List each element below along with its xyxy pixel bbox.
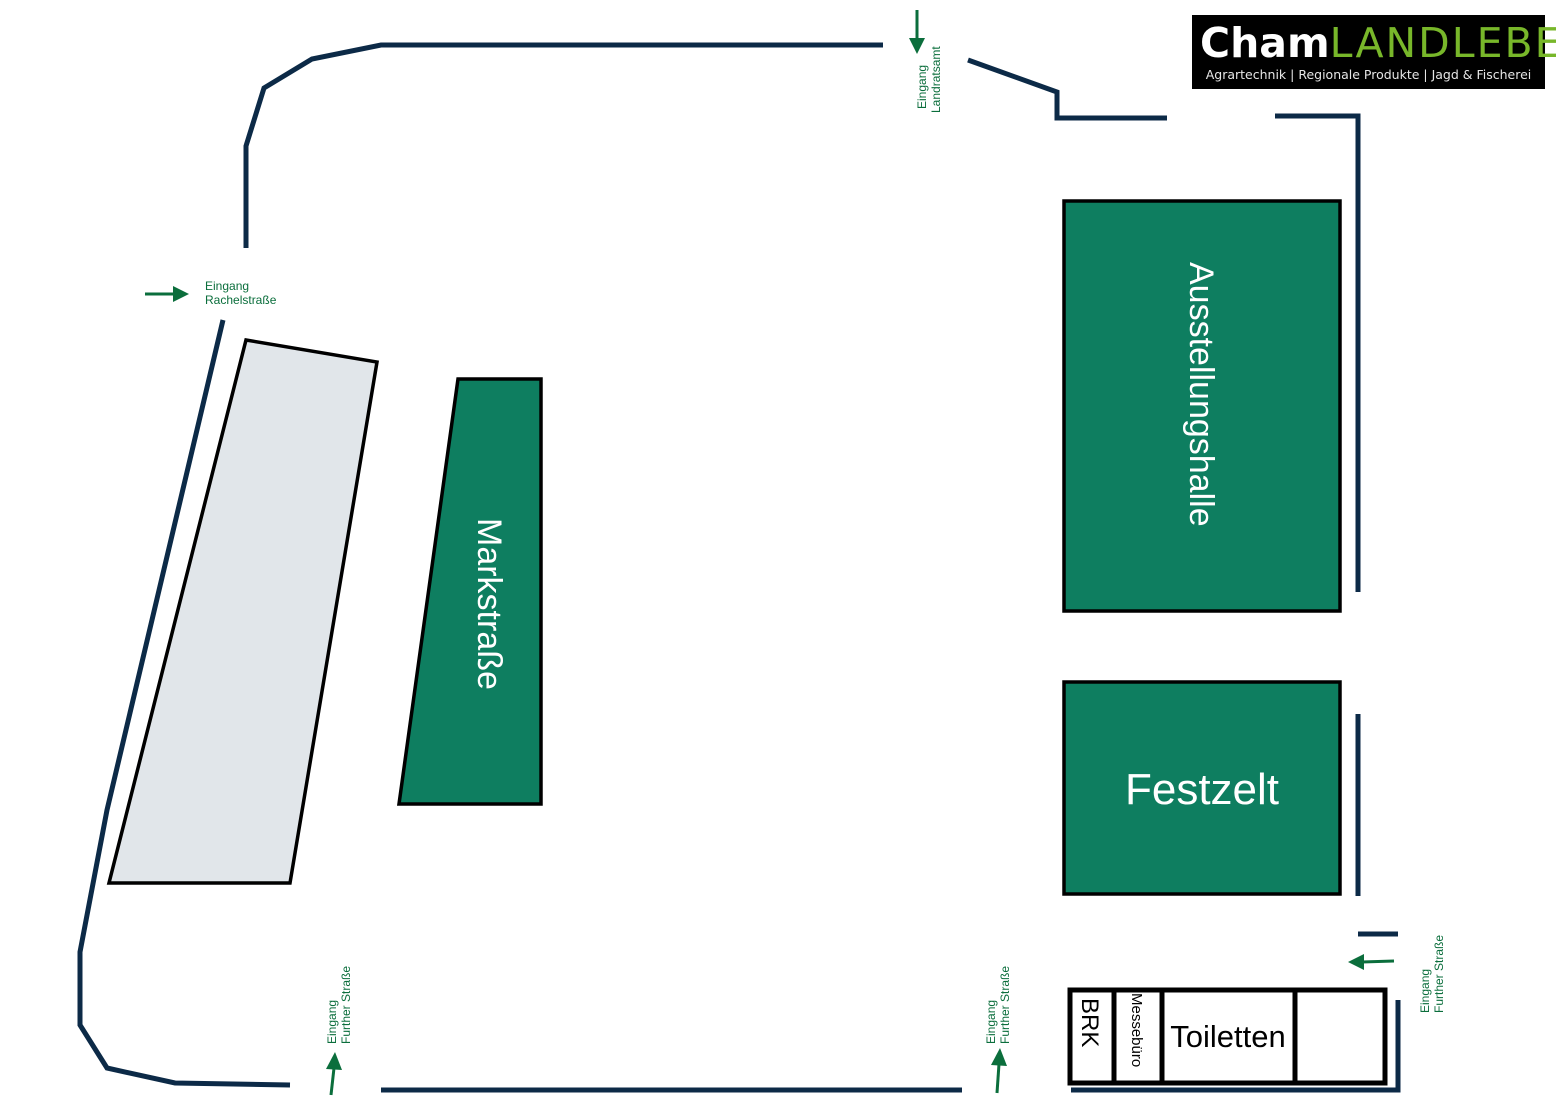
area-ausstellungshalle[interactable] [1062,199,1342,613]
label-brk: BRK [1076,998,1103,1047]
entrance-landratsamt[interactable]: Eingang Landratsamt [909,10,943,113]
entrance-further-strasse-middle[interactable]: Eingang Further Straße [984,966,1012,1094]
entrance-label-line1: Eingang [205,279,249,293]
entrance-label-line2: Rachelstraße [205,293,277,307]
logo-title-landleben: LANDLEBEN [1329,19,1556,67]
entrance-label-line1: Eingang [1418,969,1432,1013]
area-toiletten[interactable] [1159,987,1298,1086]
arrow-head-icon [909,38,925,54]
arrow-left-icon [1361,959,1395,964]
entrance-label-line2: Further Straße [998,966,1012,1044]
arrow-up-icon [329,1067,336,1096]
arrow-head-icon [326,1052,342,1070]
entrance-further-strasse-left[interactable]: Eingang Further Straße [325,966,353,1096]
label-ausstellungshalle: Ausstellungshalle [1182,262,1220,527]
entrance-label-line1: Eingang [915,65,929,109]
area-festzelt[interactable] [1062,680,1342,896]
label-festzelt: Festzelt [1125,765,1279,814]
area-messebuero[interactable] [1111,987,1165,1086]
label-messebuero: Messebüro [1128,993,1145,1067]
arrow-head-icon [173,286,189,302]
logo-cham-landleben: ChamLANDLEBEN Agrartechnik | Regionale P… [1192,15,1556,89]
parking-area[interactable] [106,338,380,885]
boundary-top-middle [967,57,1167,121]
entrance-label-line1: Eingang [984,1000,998,1044]
arrow-head-icon [1348,954,1364,970]
label-markstrasse: Markstraße [470,518,508,690]
area-unlabeled-building[interactable] [1292,987,1388,1086]
arrow-head-icon [991,1048,1007,1066]
boundary-left [77,319,291,1088]
entrance-further-strasse-right[interactable]: Eingang Further Straße [1348,935,1446,1013]
boundary-top-right [1275,113,1361,592]
area-markstrasse[interactable] [396,377,543,806]
logo-title-cham: Cham [1200,19,1330,67]
label-toiletten: Toiletten [1170,1019,1285,1054]
entrance-label-line1: Eingang [325,1000,339,1044]
logo-subtitle: Agrartechnik | Regionale Produkte | Jagd… [1205,67,1532,82]
boundary-bottom-right [1071,1000,1401,1093]
entrance-label-line2: Further Straße [1432,935,1446,1013]
entrance-label-line2: Landratsamt [929,46,943,113]
logo-title: ChamLANDLEBEN [1200,19,1556,67]
boundary-top-left [243,42,883,248]
entrance-rachelstrasse[interactable]: Eingang Rachelstraße [145,279,277,307]
entrance-label-line2: Further Straße [339,966,353,1044]
arrow-up-icon [995,1063,1001,1094]
